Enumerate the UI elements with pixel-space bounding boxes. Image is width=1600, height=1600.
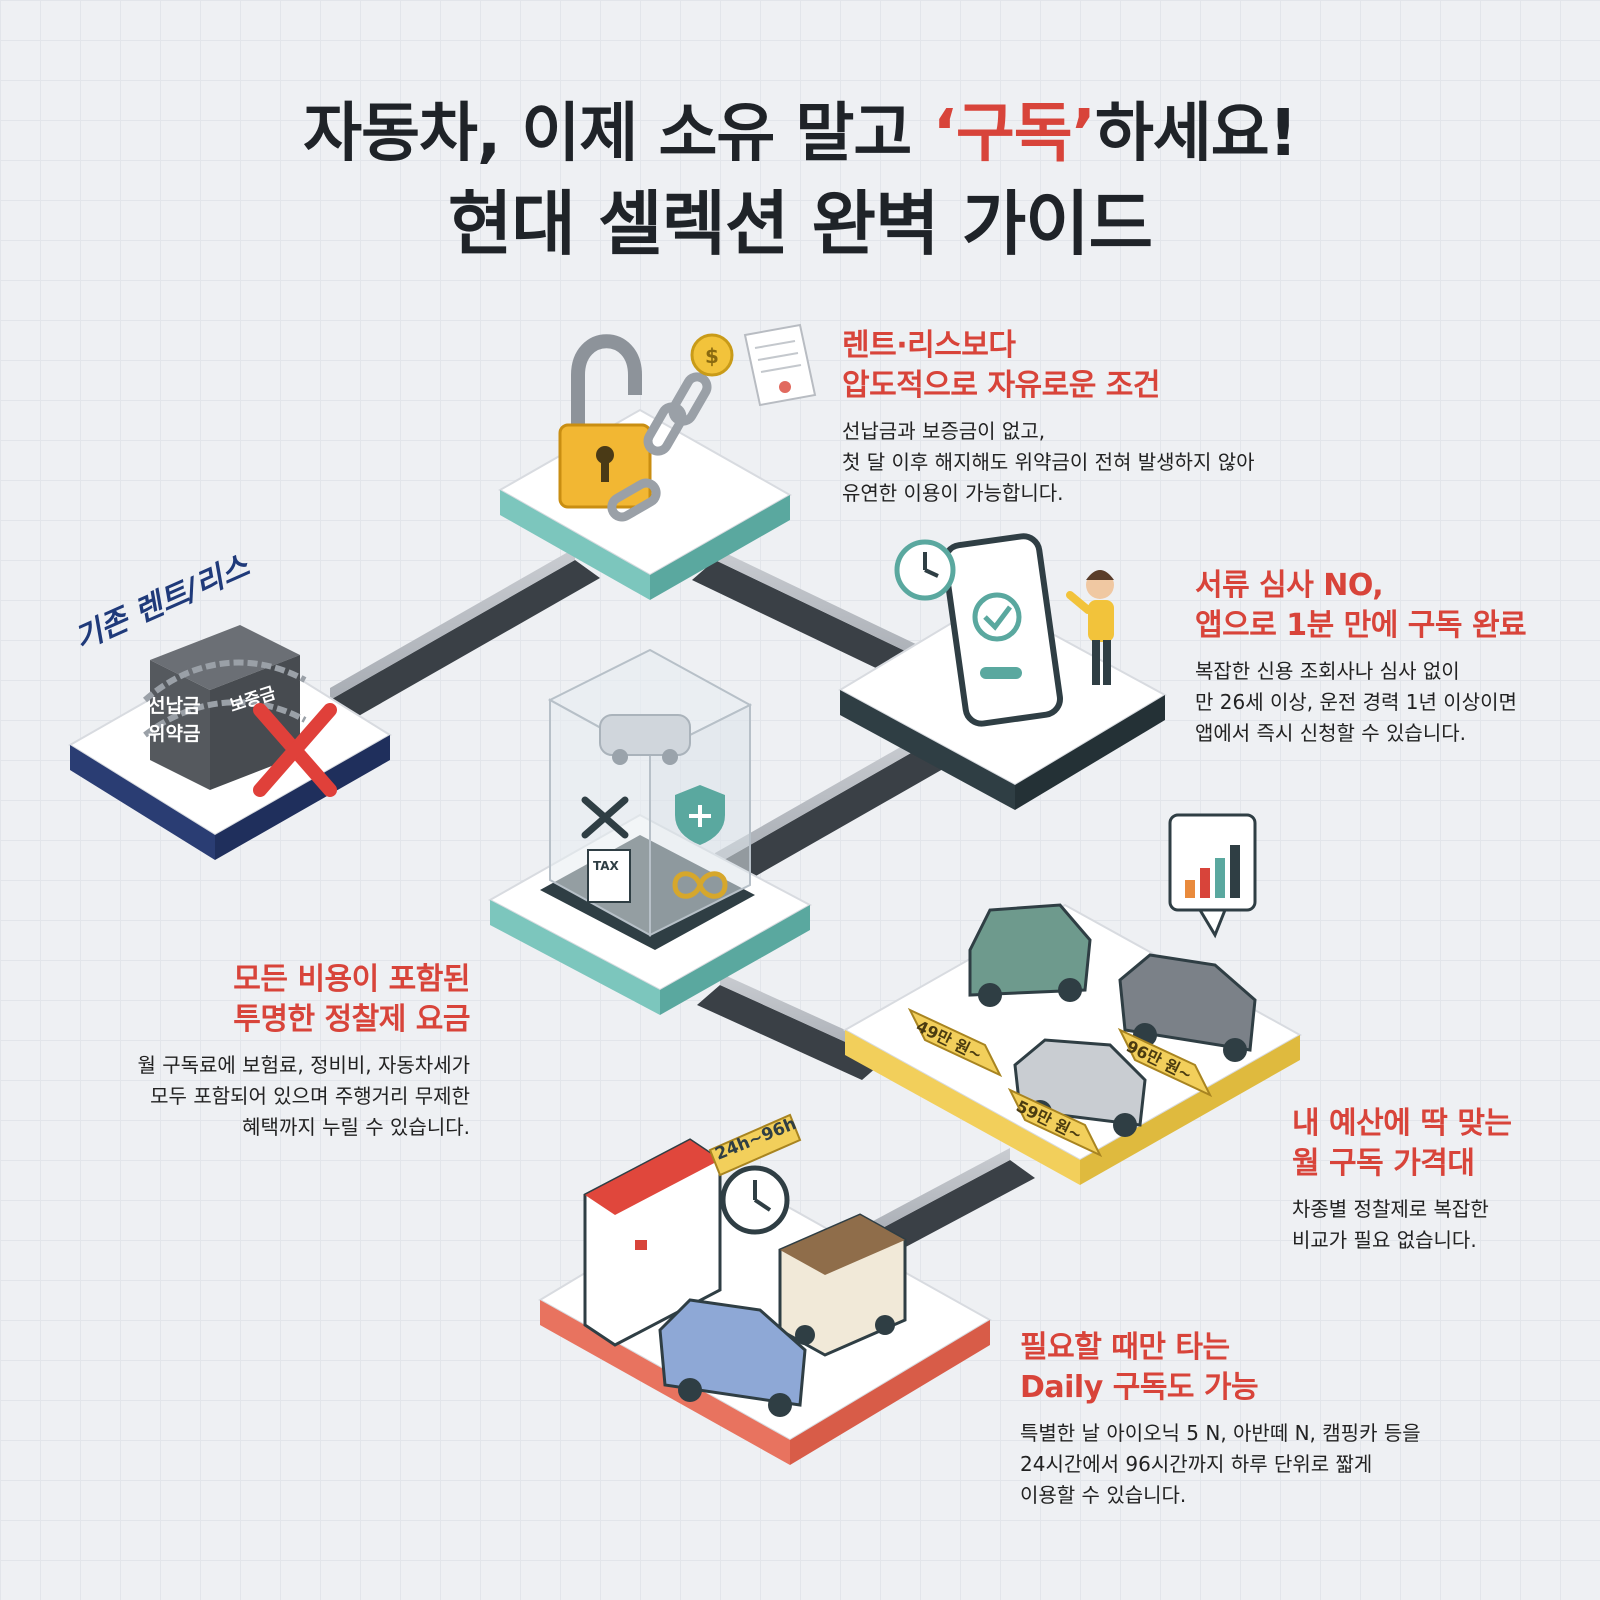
tax-label: TAX xyxy=(593,859,620,873)
tax-document-icon: TAX xyxy=(587,849,631,903)
feature-app: 서류 심사 NO,앱으로 1분 만에 구독 완료 복잡한 신용 조회사나 심사 … xyxy=(1195,566,1527,749)
box-text-deposit: 선납금 xyxy=(148,695,200,717)
bar-chart-bubble-icon xyxy=(1168,813,1257,939)
smartphone-icon xyxy=(942,533,1063,727)
platform-app xyxy=(837,533,1168,810)
person-icon xyxy=(1066,570,1114,685)
main-subtitle: 현대 셀렉션 완벽 가이드 xyxy=(447,183,1153,265)
belt-cost-to-budget xyxy=(697,973,885,1080)
belt-freedom-to-app xyxy=(692,548,945,690)
car-blue-icon xyxy=(658,1298,807,1417)
platform-all-cost: TAX xyxy=(487,648,813,1015)
x-mark-icon xyxy=(253,703,337,797)
platform-freedom: $ xyxy=(497,323,817,600)
platform-budget: 49만 원~ 59만 원~ 96만 원~ xyxy=(842,813,1303,1185)
clock-icon-daily xyxy=(720,1165,790,1235)
feature-app-title: 서류 심사 NO,앱으로 1분 만에 구독 완료 xyxy=(1195,568,1527,643)
chained-box: 선납금 위약금 보증금 xyxy=(143,625,337,797)
box-text-penalty: 위약금 xyxy=(148,723,200,745)
clock-icon xyxy=(894,539,956,601)
calendar-icon xyxy=(583,1138,722,1347)
infinity-icon xyxy=(672,871,728,899)
car-gray-dark-icon xyxy=(1118,953,1257,1062)
belt-app-to-cost xyxy=(715,733,950,885)
shield-icon xyxy=(675,785,725,845)
belt-old-to-freedom xyxy=(330,548,600,718)
feature-freedom-desc: 선납금과 보증금이 없고,첫 달 이후 해지해도 위약금이 전혀 발생하지 않아… xyxy=(842,419,1255,505)
conveyor-belts xyxy=(330,548,1035,1258)
car-green-icon xyxy=(968,903,1092,1007)
document-icon xyxy=(743,323,817,407)
platform-old-lease: 선납금 위약금 보증금 xyxy=(68,625,392,860)
svg-text:$: $ xyxy=(705,344,719,368)
camper-van-icon xyxy=(778,1213,907,1357)
coin-icon: $ xyxy=(690,333,734,377)
wrench-icon xyxy=(581,796,629,839)
title-accent: ‘구독’ xyxy=(932,97,1096,171)
broken-chain-icon xyxy=(607,372,712,522)
belt-budget-to-daily xyxy=(860,1148,1035,1258)
main-title: 자동차, 이제 소유 말고 ‘구독’하세요! xyxy=(303,97,1298,171)
car-silhouette-icon xyxy=(599,714,691,765)
open-lock-icon xyxy=(558,334,652,509)
platform-daily: 24h~96h xyxy=(538,1113,992,1465)
